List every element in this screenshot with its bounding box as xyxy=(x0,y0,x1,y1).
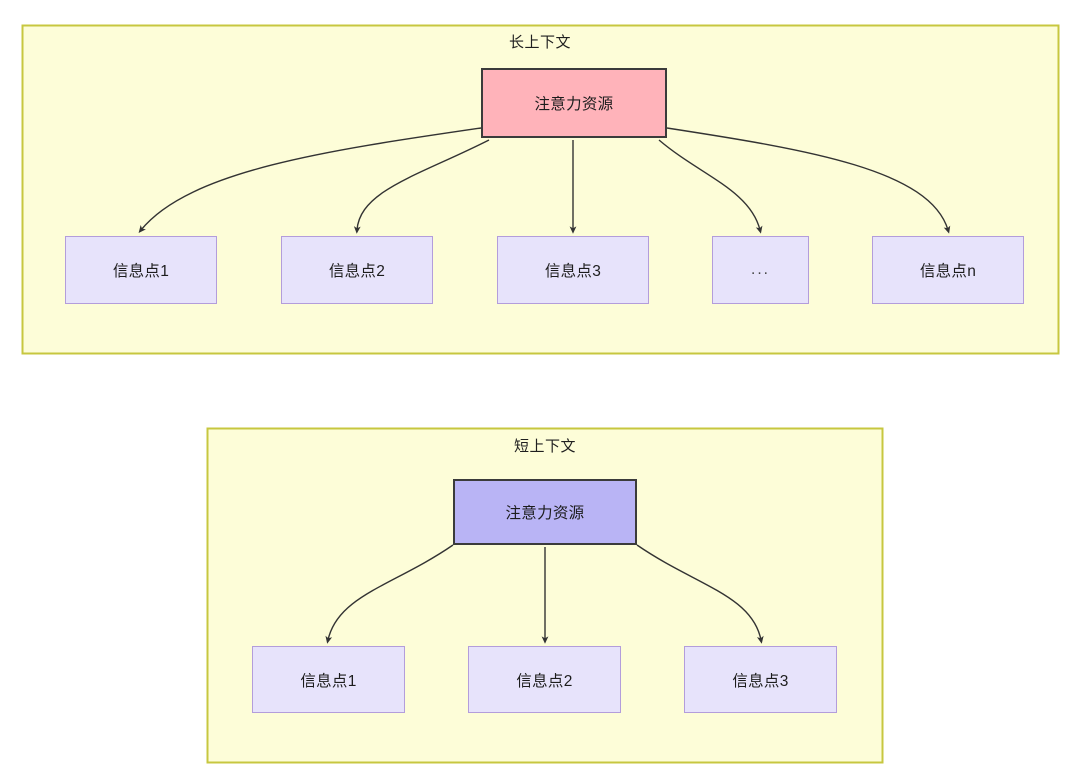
info-node-short-context-1[interactable]: 信息点2 xyxy=(468,646,621,713)
root-node-long-context[interactable]: 注意力资源 xyxy=(481,68,667,138)
info-node-label: ... xyxy=(751,261,770,278)
info-node-ellipsis[interactable]: ... xyxy=(712,236,809,304)
info-node-label: 信息点3 xyxy=(732,672,789,690)
edge-paths xyxy=(138,127,951,644)
info-node-short-context-0[interactable]: 信息点1 xyxy=(252,646,405,713)
root-node-label: 注意力资源 xyxy=(534,96,614,113)
edge-long-context-4 xyxy=(666,127,951,234)
edge-long-context-3 xyxy=(658,139,763,234)
info-node-long-context-0[interactable]: 信息点1 xyxy=(65,236,217,304)
info-node-short-context-2[interactable]: 信息点3 xyxy=(684,646,837,713)
info-node-label: 信息点n xyxy=(919,263,977,280)
info-node-long-context-2[interactable]: 信息点3 xyxy=(497,236,649,304)
root-node-short-context[interactable]: 注意力资源 xyxy=(453,479,637,545)
edge-short-context-2 xyxy=(636,544,764,644)
info-node-long-context-4[interactable]: 信息点n xyxy=(872,236,1024,304)
container-title-long-context: 长上下文 xyxy=(508,34,572,51)
info-node-label: 信息点3 xyxy=(544,263,602,280)
info-node-label: 信息点2 xyxy=(328,263,386,280)
info-node-label: 信息点2 xyxy=(516,672,573,690)
container-title-short-context: 短上下文 xyxy=(513,438,577,455)
edge-long-context-0 xyxy=(138,127,482,233)
edge-short-context-0 xyxy=(325,544,454,644)
info-node-label: 信息点1 xyxy=(300,672,357,690)
root-node-label: 注意力资源 xyxy=(505,505,585,522)
info-node-label: 信息点1 xyxy=(112,263,170,280)
info-node-long-context-1[interactable]: 信息点2 xyxy=(281,236,433,304)
edge-long-context-1 xyxy=(353,139,490,234)
